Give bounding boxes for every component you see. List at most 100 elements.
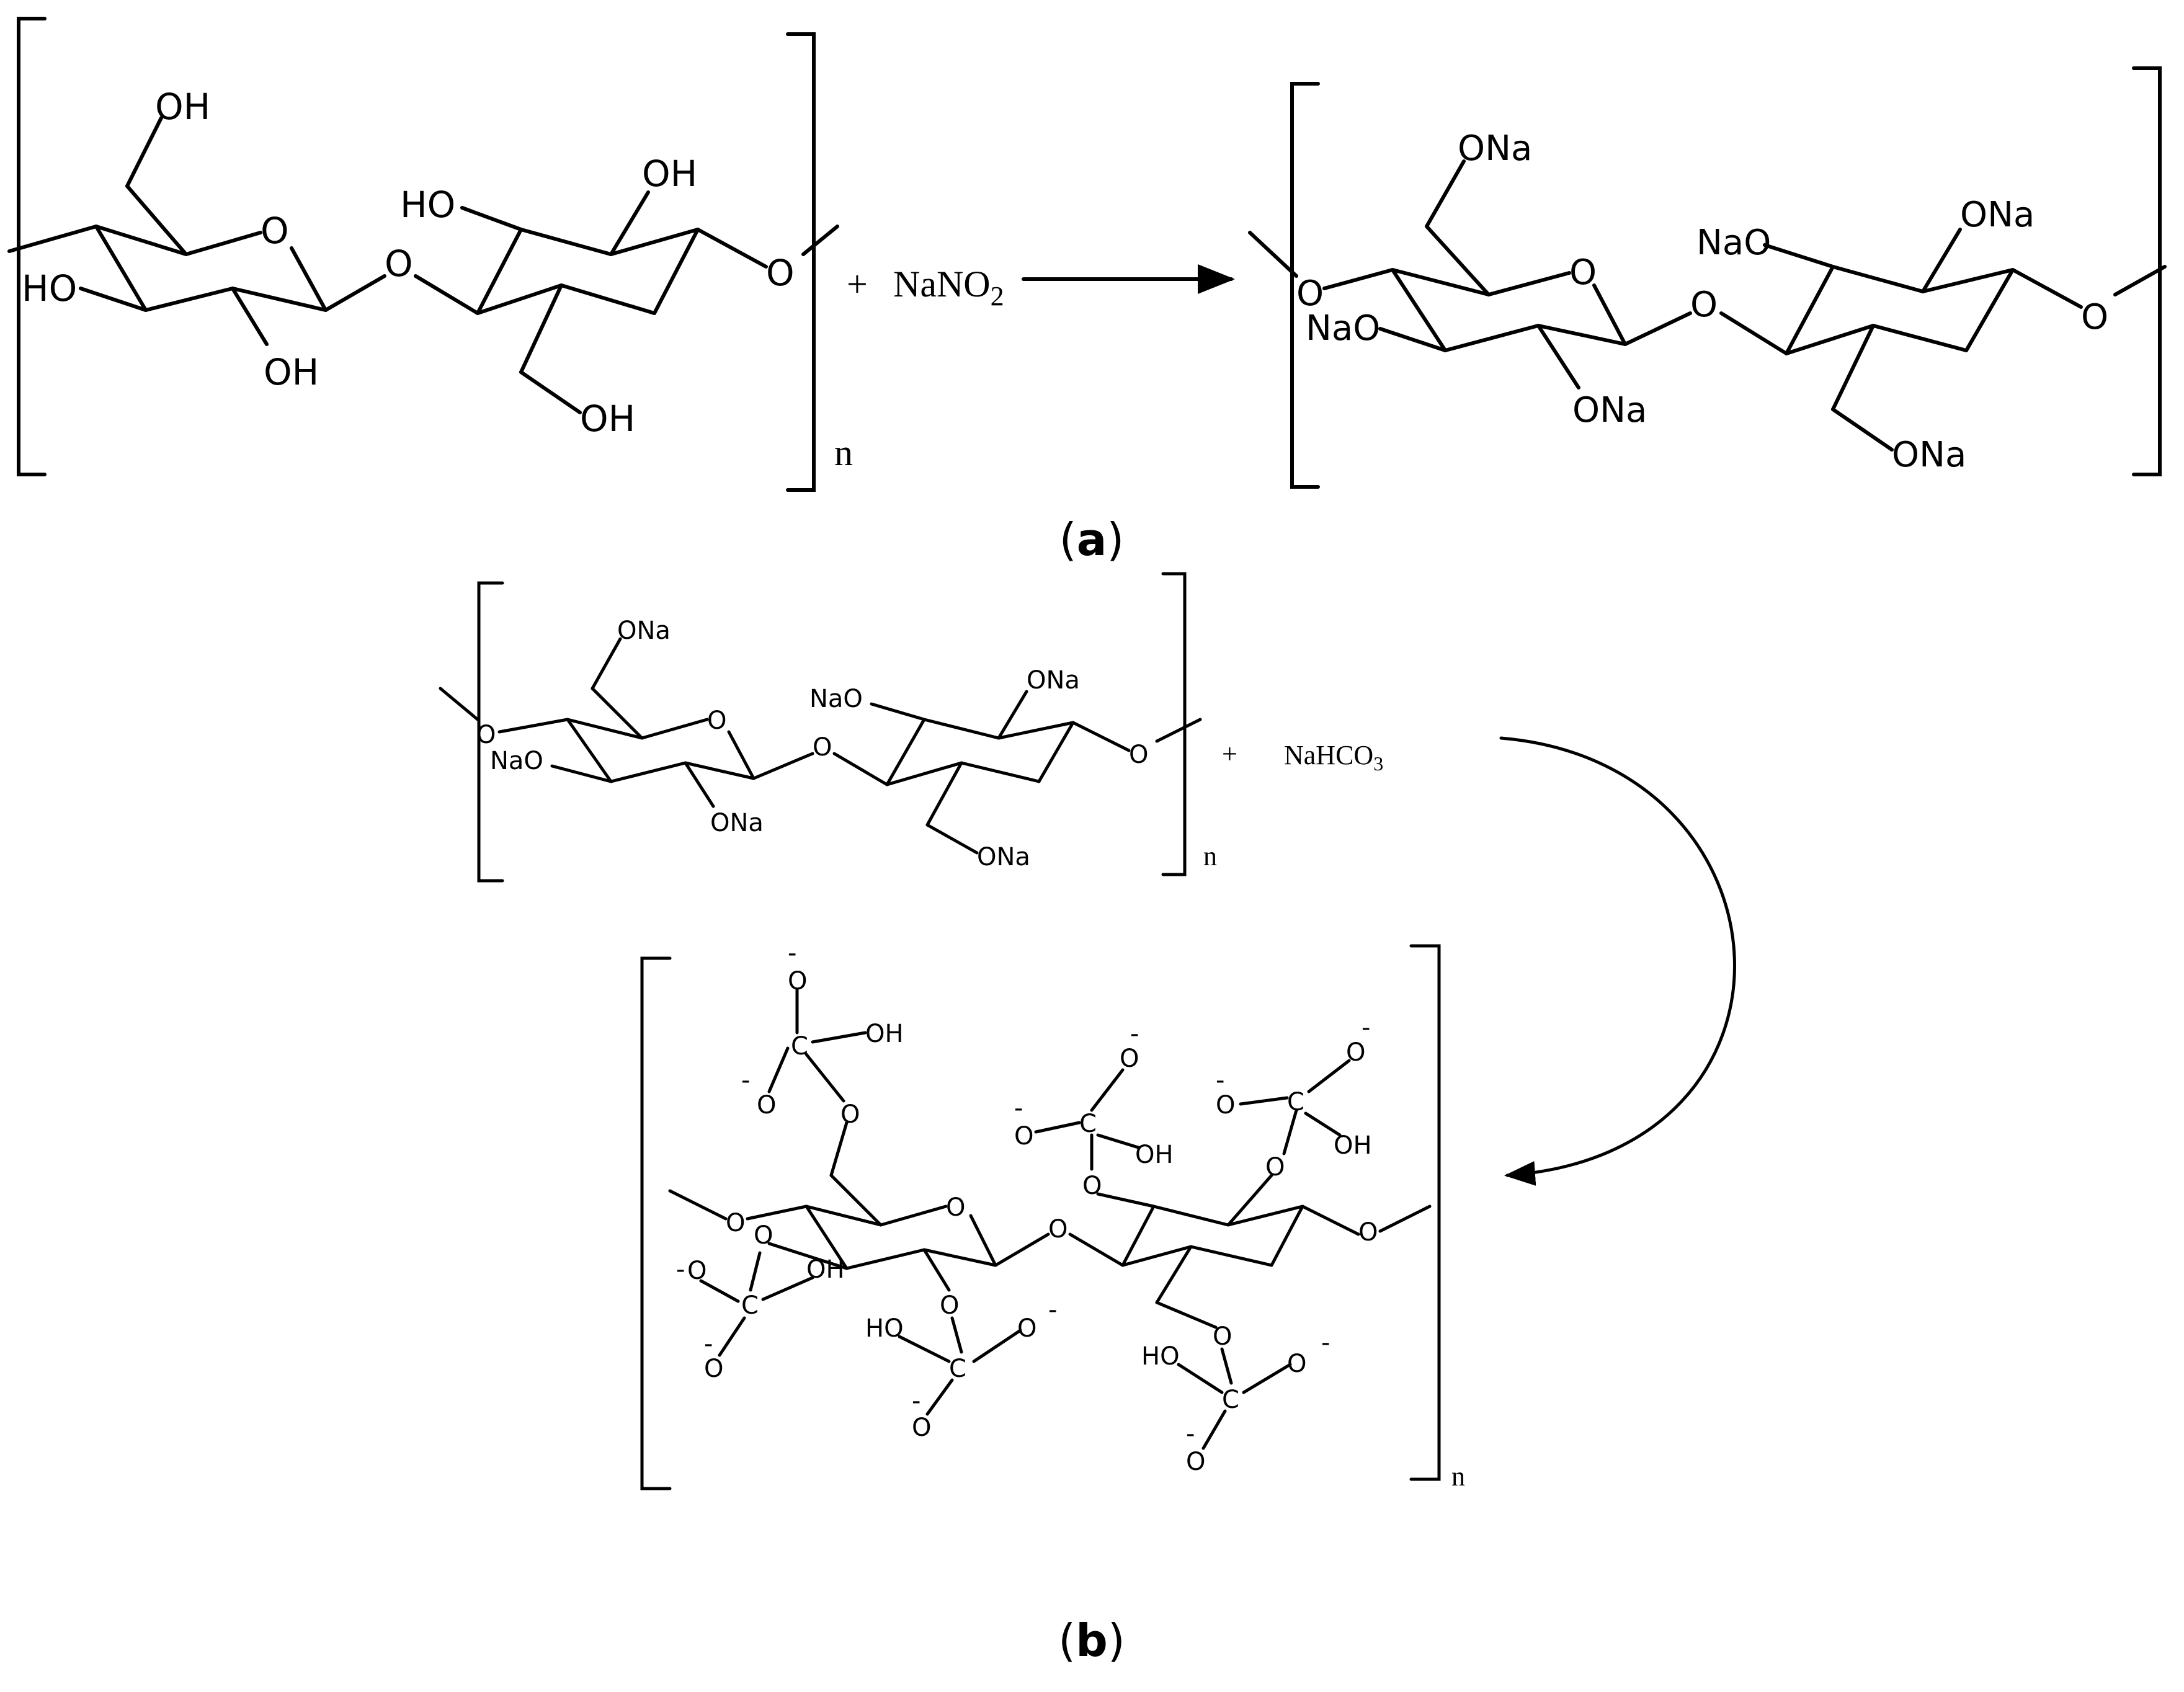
anion-charge: -: [912, 1387, 920, 1415]
caption-a-label: a: [1077, 514, 1107, 566]
caption-b-label: b: [1076, 1614, 1108, 1667]
glycosidic-oxygen: O: [1358, 1218, 1378, 1247]
glycosidic-oxygen: O: [476, 721, 496, 749]
caption-b-open: (: [1058, 1614, 1076, 1667]
carbonate-oxygen: O: [1186, 1448, 1205, 1476]
caption-b-close: ): [1108, 1614, 1125, 1667]
reagent-nahco3: NaHCO3: [1284, 740, 1383, 775]
ring-oxygen: O: [946, 1193, 965, 1222]
caption-a: (a): [1059, 514, 1125, 566]
sodium-oxide-label: ONa: [1960, 195, 2035, 235]
glycosidic-oxygen: O: [813, 733, 832, 762]
carbonate-oxygen: O: [912, 1414, 931, 1442]
b-product-bracket-right: [1409, 944, 1441, 1481]
carbonate-oxygen: O: [757, 1091, 776, 1120]
glycosidic-oxygen: O: [1048, 1215, 1067, 1244]
anion-charge: -: [1048, 1296, 1057, 1324]
hydroxyl-label: OH: [642, 153, 697, 195]
glycosidic-oxygen: O: [766, 252, 795, 294]
carbonate-oxygen: O: [788, 967, 807, 995]
repeat-n-b2: n: [1451, 1461, 1465, 1492]
anion-charge: -: [676, 1255, 685, 1284]
ether-oxygen: O: [726, 1209, 745, 1237]
reactant-bracket-right: [786, 32, 816, 492]
sodium-oxide-label: ONa: [1892, 435, 1966, 475]
anion-charge: -: [1362, 1013, 1370, 1042]
sodium-cellulose-reactant: n O O ONa NaO ONa O: [439, 572, 1217, 883]
carbonate-oxygen: O: [840, 1100, 860, 1129]
hydroxyl-label: HO: [865, 1314, 904, 1343]
carbonate-oxygen: O: [754, 1221, 773, 1250]
carbonate-oxygen: O: [1017, 1314, 1036, 1343]
carbonate-carbon: C: [791, 1032, 808, 1061]
sodium-oxide-label: ONa: [617, 617, 671, 645]
anion-charge: -: [1014, 1094, 1023, 1123]
sodium-oxide-label: NaO: [1696, 223, 1771, 263]
carbonate-oxygen: O: [940, 1291, 959, 1320]
anion-charge: -: [1186, 1420, 1195, 1448]
carbonate-oxygen: O: [1082, 1172, 1102, 1200]
hydroxyl-label: OH: [1135, 1141, 1174, 1169]
reagent-nahco3-subscript: 3: [1373, 752, 1383, 775]
carbonate-carbon: C: [741, 1291, 759, 1320]
glycosidic-oxygen: O: [1129, 741, 1148, 769]
ring-oxygen: O: [707, 706, 726, 735]
carbonate-oxygen: O: [704, 1355, 723, 1383]
carbonate-oxygen: O: [1216, 1091, 1235, 1120]
carbonate-carbon: C: [949, 1355, 966, 1383]
sodium-oxide-label: ONa: [1572, 390, 1647, 430]
hydroxyl-label: HO: [1141, 1342, 1180, 1371]
panel-a: n O OH HO OH O: [7, 17, 2167, 566]
reagent-nano2: NaNO2: [893, 264, 1004, 311]
sodium-oxide-label: NaO: [1306, 308, 1380, 349]
sodium-oxide-label: ONa: [1458, 128, 1532, 169]
repeat-n-a1: n: [834, 432, 853, 473]
hydroxyl-label: OH: [580, 398, 635, 440]
caption-a-close: ): [1107, 514, 1124, 566]
sodium-oxide-label: ONa: [1027, 666, 1080, 695]
ring-oxygen: O: [1569, 252, 1597, 293]
cellulose-carbonate-product: n O O O C O - OH O -: [640, 939, 1465, 1492]
plus-sign: +: [1222, 739, 1237, 769]
product-bracket-left: [1290, 82, 1320, 489]
reactant-bracket-left: [17, 17, 47, 476]
hydroxyl-label: HO: [400, 184, 455, 226]
anion-charge: -: [741, 1066, 750, 1095]
anion-charge: -: [704, 1330, 713, 1358]
reagent-nano2-formula: NaNO: [893, 264, 991, 305]
hydroxyl-label: OH: [1334, 1131, 1372, 1160]
glycosidic-oxygen: O: [2081, 297, 2108, 337]
b-reactant-bracket-left: [477, 581, 504, 883]
sodium-cellulose-product: O O ONa NaO ONa O: [1248, 66, 2167, 489]
carbonate-oxygen: O: [1287, 1350, 1306, 1378]
glycosidic-oxygen: O: [385, 243, 413, 285]
sodium-oxide-label: ONa: [710, 809, 764, 837]
carbonate-oxygen: O: [1346, 1038, 1365, 1067]
cellulose-reactant: n O OH HO OH O: [7, 17, 853, 492]
b-product-bracket-left: [640, 956, 672, 1490]
sodium-oxide-label: NaO: [490, 747, 543, 775]
carbonate-oxygen: O: [1120, 1044, 1139, 1073]
hydroxyl-label: OH: [806, 1255, 845, 1284]
anion-charge: -: [788, 939, 796, 968]
glycosidic-oxygen: O: [1296, 274, 1324, 314]
b-reactant-bracket-right: [1161, 572, 1187, 876]
sodium-oxide-label: ONa: [977, 843, 1030, 871]
hydroxyl-label: OH: [264, 351, 319, 393]
sodium-oxide-label: NaO: [809, 685, 863, 713]
anion-charge: -: [1216, 1066, 1224, 1095]
carbonate-carbon: C: [1287, 1088, 1304, 1116]
hydroxyl-label: HO: [22, 267, 77, 309]
carbonate-oxygen: O: [1213, 1322, 1232, 1351]
caption-b: (b): [1058, 1614, 1125, 1667]
hydroxyl-label: OH: [155, 86, 210, 128]
panel-b: n O O ONa NaO ONa O: [439, 572, 1736, 1667]
hydroxyl-label: OH: [865, 1020, 904, 1048]
ring-oxygen: O: [261, 210, 289, 252]
repeat-n-b1: n: [1203, 841, 1217, 871]
carbonate-carbon: C: [1079, 1110, 1097, 1138]
reagent-nano2-subscript: 2: [991, 281, 1004, 311]
carbonate-oxygen: O: [1265, 1153, 1285, 1182]
glycosidic-oxygen: O: [1690, 285, 1718, 325]
